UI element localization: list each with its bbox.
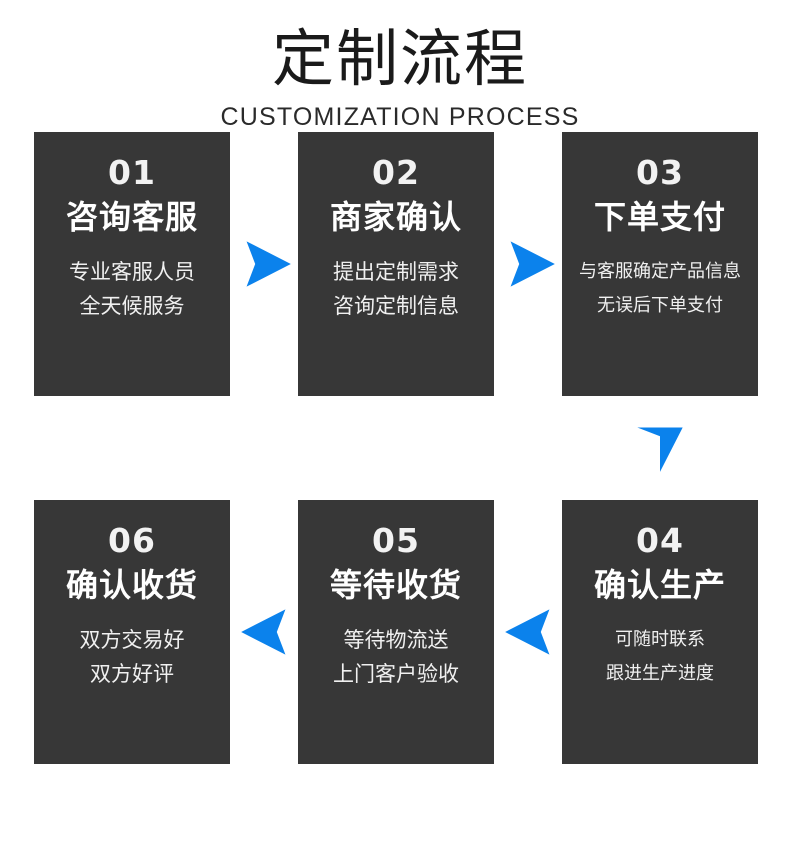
step-title: 确认生产	[593, 565, 726, 604]
process-step-card-04[interactable]: 04 确认生产 可随时联系 跟进生产进度	[562, 499, 758, 764]
process-step-card-02[interactable]: 02 商家确认 提出定制需求 咨询定制信息	[298, 131, 494, 396]
process-flow-diagram: 01 咨询客服 专业客服人员 全天候服务 02 商家确认 提出定制需求 咨询定制…	[0, 131, 800, 792]
step-description-line: 专业客服人员	[69, 260, 195, 285]
step-description: 可随时联系 跟进生产进度	[606, 623, 714, 691]
arrow-down-icon	[633, 420, 687, 474]
step-title: 确认收货	[65, 565, 198, 604]
step-description: 双方交易好 双方好评	[80, 623, 185, 691]
step-description-line: 可随时联系	[615, 629, 705, 651]
step-number: 04	[636, 520, 684, 560]
step-description-line: 与客服确定产品信息	[579, 261, 741, 283]
step-description-line: 无误后下单支付	[597, 295, 723, 317]
step-description-line: 全天候服务	[79, 294, 185, 319]
step-description-line: 双方交易好	[79, 628, 185, 653]
step-description-line: 咨询定制信息	[333, 294, 459, 319]
step-description: 提出定制需求 咨询定制信息	[333, 255, 459, 323]
step-description-line: 跟进生产进度	[606, 663, 714, 685]
arrow-right-icon	[239, 237, 293, 291]
step-description-line: 等待物流送	[343, 628, 449, 653]
step-description: 等待物流送 上门客户验收	[333, 623, 459, 691]
process-step-card-05[interactable]: 05 等待收货 等待物流送 上门客户验收	[298, 499, 494, 764]
arrow-left-icon	[239, 605, 293, 659]
step-number: 02	[372, 152, 420, 192]
step-title: 下单支付	[593, 197, 726, 236]
arrow-right-icon	[503, 237, 557, 291]
step-number: 05	[372, 520, 420, 560]
process-step-card-06[interactable]: 06 确认收货 双方交易好 双方好评	[34, 499, 230, 764]
step-number: 01	[108, 152, 156, 192]
step-title: 商家确认	[329, 197, 462, 236]
step-description-line: 双方好评	[90, 662, 174, 687]
step-title: 咨询客服	[65, 197, 198, 236]
step-number: 03	[636, 152, 684, 192]
step-description-line: 提出定制需求	[333, 260, 459, 285]
step-number: 06	[108, 520, 156, 560]
process-step-card-01[interactable]: 01 咨询客服 专业客服人员 全天候服务	[34, 131, 230, 396]
page-subtitle: CUSTOMIZATION PROCESS	[220, 102, 580, 131]
step-description: 专业客服人员 全天候服务	[69, 255, 195, 323]
step-description: 与客服确定产品信息 无误后下单支付	[579, 255, 741, 323]
page-title: 定制流程	[271, 22, 528, 95]
step-title: 等待收货	[329, 565, 462, 604]
step-description-line: 上门客户验收	[333, 662, 459, 687]
arrow-left-icon	[503, 605, 557, 659]
process-step-card-03[interactable]: 03 下单支付 与客服确定产品信息 无误后下单支付	[562, 131, 758, 396]
page-header: 定制流程 CUSTOMIZATION PROCESS	[0, 0, 800, 132]
